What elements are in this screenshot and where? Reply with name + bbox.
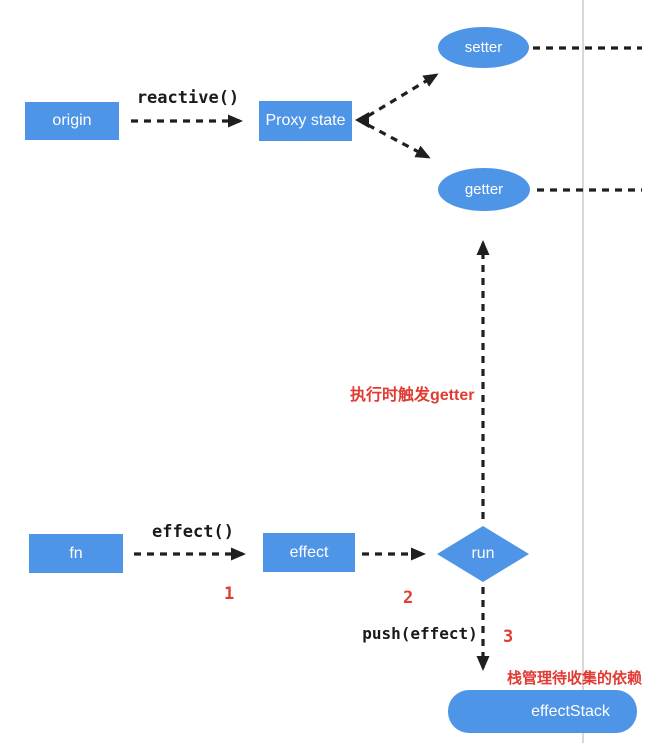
annotation-trigger-getter: 执行时触发getter [350,387,475,404]
label-effect-call: effect() [152,522,234,542]
node-fn-label: fn [69,544,83,562]
node-proxy-state-label: Proxy state [265,112,346,129]
node-run-shape [437,526,529,582]
node-fn: fn [29,534,123,573]
step-number-1: 1 [224,584,235,604]
step-number-2: 2 [403,588,414,608]
label-reactive-call: reactive() [136,88,240,108]
vertical-divider-line [582,0,584,743]
node-setter: setter [438,27,529,68]
node-getter: getter [438,168,530,211]
node-effectstack-label: effectStack [531,702,610,720]
node-setter-label: setter [464,39,503,56]
annotation-stack-note: 栈管理待收集的依赖 [507,670,643,687]
node-getter-label: getter [464,181,504,198]
arrow-proxy-to-getter [367,123,431,159]
node-origin-label: origin [52,112,92,129]
node-effectstack: effectStack [448,690,637,733]
arrowhead-branch-to-proxy [355,112,369,128]
node-effect-label: effect [289,543,329,561]
arrow-proxy-to-setter [367,73,439,118]
node-effect: effect [263,533,355,572]
label-push-effect: push(effect) [362,624,478,643]
step-number-3: 3 [503,627,514,647]
node-proxy-state: Proxy state [259,101,352,141]
node-run-label: run [471,545,495,562]
node-origin: origin [25,102,119,140]
